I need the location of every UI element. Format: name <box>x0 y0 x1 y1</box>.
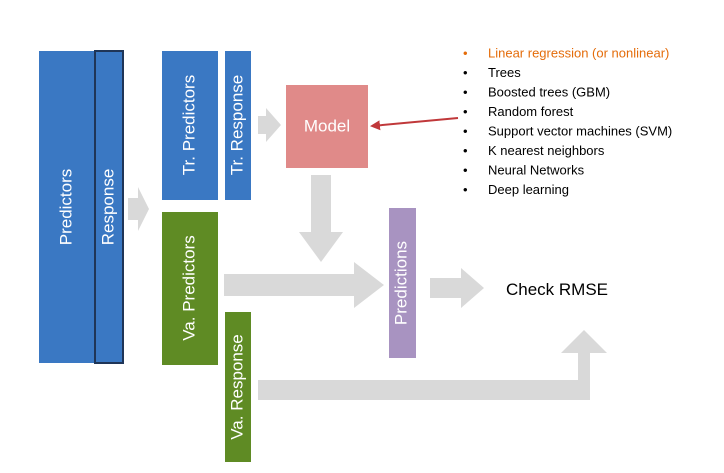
va-response-label: Va. Response <box>227 334 246 440</box>
va-predictors-box <box>162 212 218 365</box>
predictors-label: Predictors <box>56 169 75 246</box>
red-arrow-list-to-model <box>370 117 459 131</box>
tr-response-box <box>225 51 251 200</box>
predictions-box <box>389 208 416 358</box>
list-item: Random forest <box>488 104 574 119</box>
tr-predictors-label: Tr. Predictors <box>179 75 198 175</box>
va-predictors-label: Va. Predictors <box>179 235 198 341</box>
tr-predictors-box <box>162 51 218 200</box>
list-item: Support vector machines (SVM) <box>488 123 672 138</box>
arrow-to-split <box>128 187 149 231</box>
arrow-va-response-to-check <box>258 330 607 400</box>
list-item: Linear regression (or nonlinear) <box>488 45 669 60</box>
arrow-tr-to-model <box>258 108 281 142</box>
model-list: • Linear regression (or nonlinear) • Trees •… <box>463 45 672 197</box>
list-bullet: • <box>463 162 468 177</box>
response-box <box>94 50 124 364</box>
list-bullet: • <box>463 65 468 80</box>
model-label: Model <box>304 116 350 135</box>
list-item: Neural Networks <box>488 162 585 177</box>
check-rmse-label: Check RMSE <box>506 280 608 299</box>
va-response-box <box>225 312 251 462</box>
list-item: K nearest neighbors <box>488 143 605 158</box>
list-bullet: • <box>463 84 468 99</box>
arrow-model-to-predictions <box>299 175 343 262</box>
response-label: Response <box>98 169 117 246</box>
predictors-box <box>39 51 95 363</box>
tr-response-label: Tr. Response <box>227 75 246 175</box>
list-item: Boosted trees (GBM) <box>488 84 610 99</box>
list-bullet: • <box>463 143 468 158</box>
list-bullet: • <box>463 45 468 60</box>
list-bullet: • <box>463 123 468 138</box>
list-item: Trees <box>488 65 521 80</box>
list-item: Deep learning <box>488 182 569 197</box>
model-box <box>286 85 368 168</box>
predictions-label: Predictions <box>391 241 410 325</box>
list-bullet: • <box>463 182 468 197</box>
arrow-predictions-to-check <box>430 268 484 308</box>
arrow-va-predictors-to-predictions <box>224 262 384 308</box>
list-bullet: • <box>463 104 468 119</box>
